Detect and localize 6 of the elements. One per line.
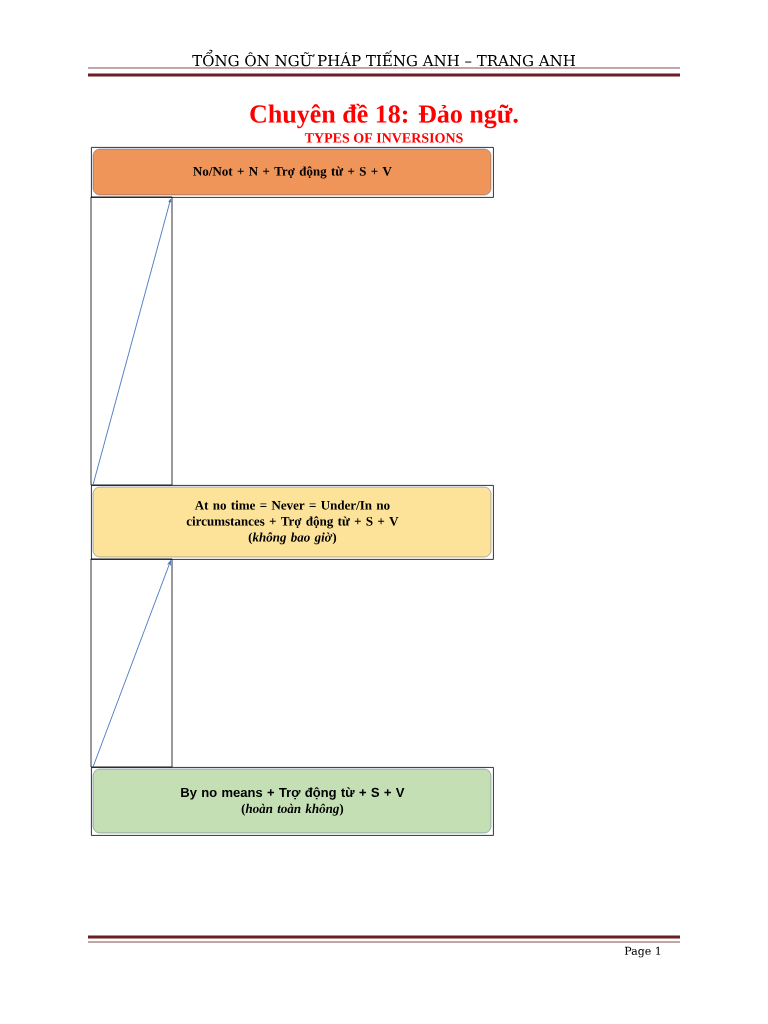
- header-text: TỔNG ÔN NGỮ PHÁP TIẾNG ANH – TRANG ANH: [192, 49, 575, 67]
- inversion-box: By no means + Trợ động từ + S + V (hoàn toàn không): [91, 767, 494, 836]
- page-number: Page 1: [624, 946, 661, 958]
- inversion-box: No/Not + N + Trợ động từ + S + V: [91, 147, 494, 198]
- title: Chuyên đề 18: Đảo ngữ.: [250, 103, 518, 129]
- inversion-box: At no time = Never = Under/In no circumstances + Trợ động từ + S + V (không bao giờ): [91, 485, 494, 560]
